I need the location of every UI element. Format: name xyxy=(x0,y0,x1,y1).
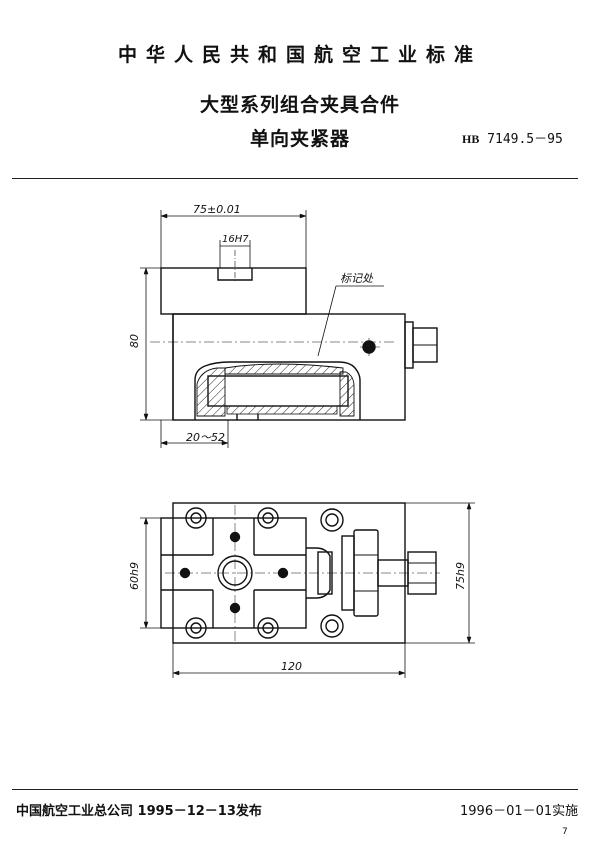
dim-plan-height: 60h9 xyxy=(128,562,141,590)
plan-view xyxy=(140,502,475,678)
dim-plan-width: 120 xyxy=(281,660,302,673)
standard-number: HB 7149.5－95 xyxy=(462,128,563,147)
dim-slot: 16H7 xyxy=(222,234,249,245)
marking-label: 标记处 xyxy=(340,272,374,285)
footer-divider xyxy=(12,789,578,790)
issue-info: 中国航空工业总公司 1995－12－13发布 xyxy=(16,804,262,819)
header-divider xyxy=(12,178,578,179)
dim-top-width: 75±0.01 xyxy=(193,203,241,216)
page-number: 7 xyxy=(562,827,568,837)
title-line-2: 单向夹紧器 xyxy=(249,128,350,150)
dim-plan-total: 75h9 xyxy=(454,562,467,590)
effective-date: 1996－01－01实施 xyxy=(460,804,579,819)
front-view xyxy=(140,210,438,448)
dim-travel: 20～52 xyxy=(186,431,225,444)
standard-prefix: HB xyxy=(462,132,480,146)
title-line-1: 大型系列组合夹具合件 xyxy=(199,94,400,116)
standard-header: 中华人民共和国航空工业标准 xyxy=(117,44,482,66)
dim-height: 80 xyxy=(128,334,141,348)
standard-code: 7149.5－95 xyxy=(487,132,563,147)
